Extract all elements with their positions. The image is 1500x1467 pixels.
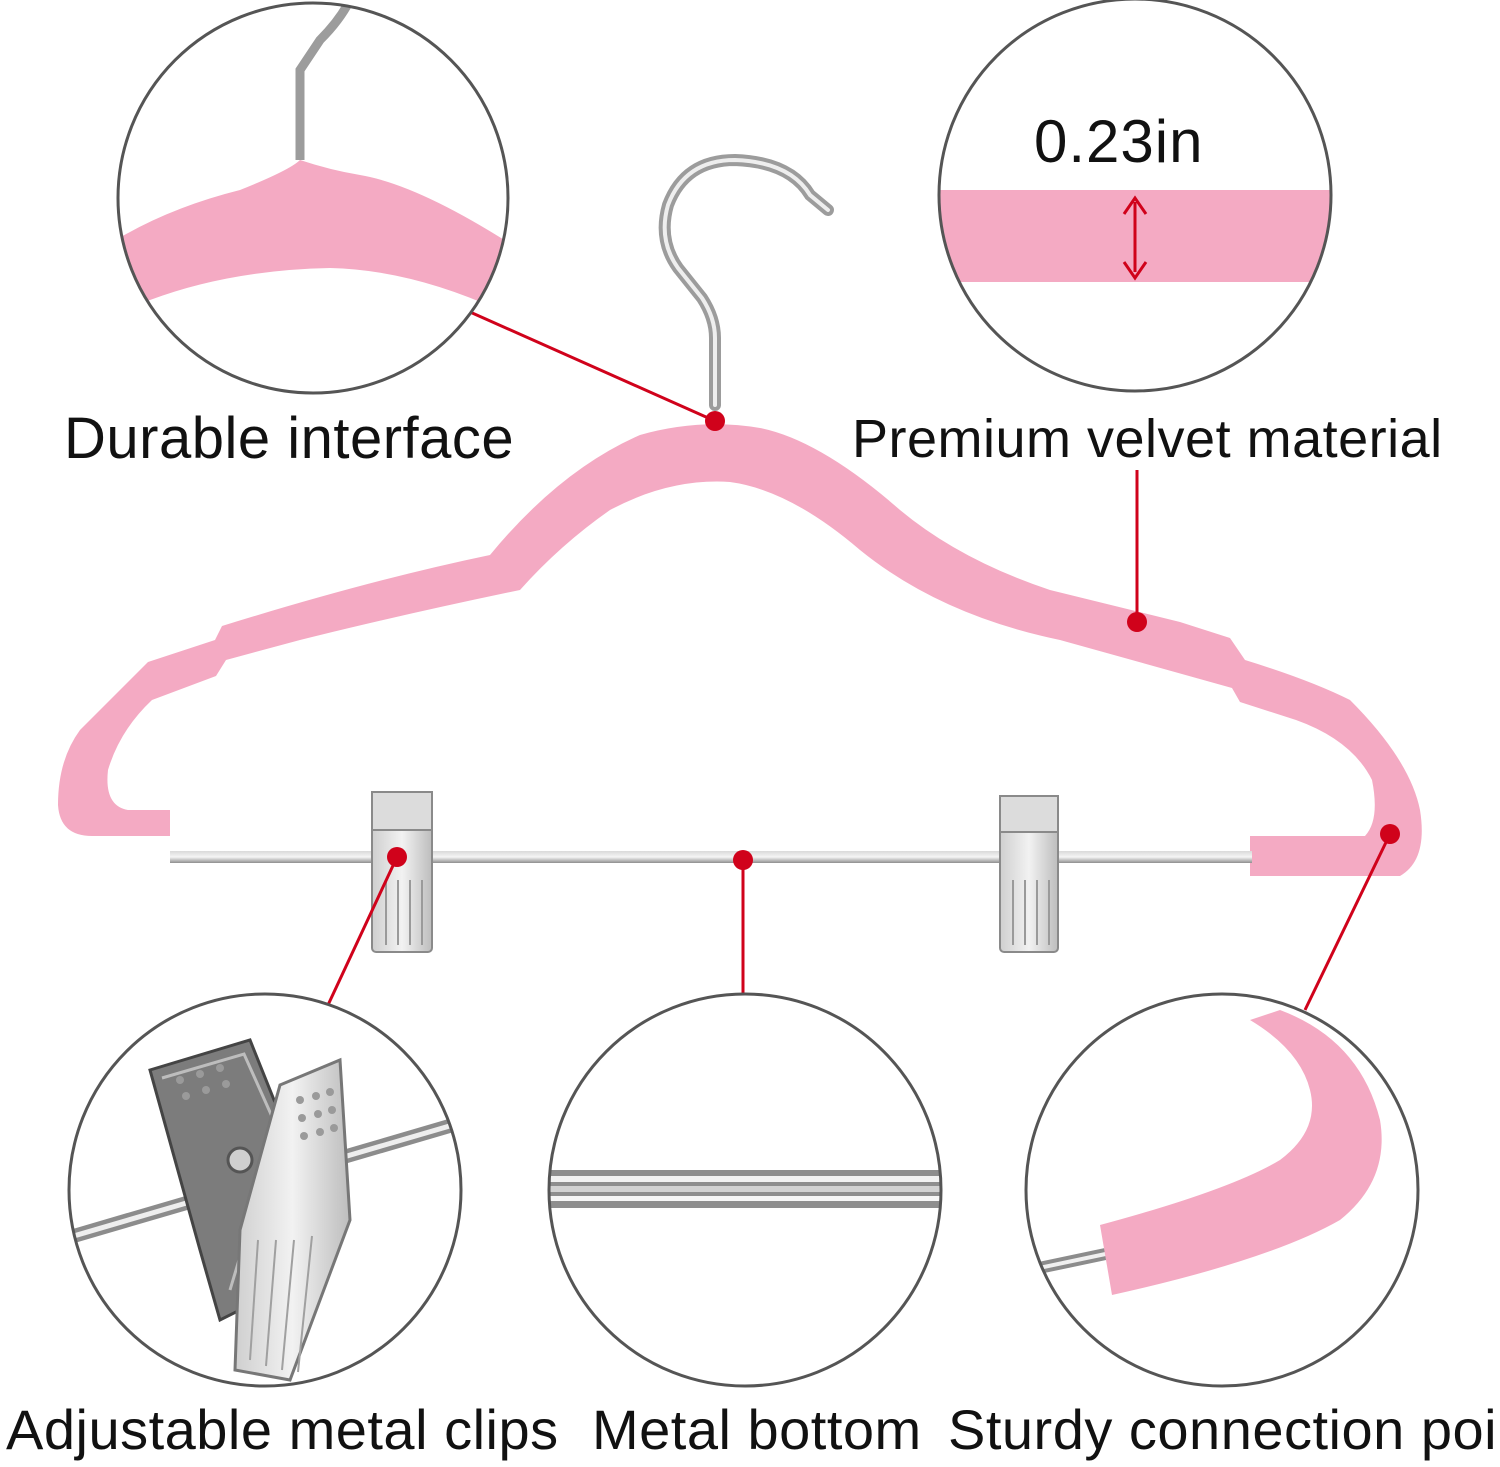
detail-metal-bottom [547,992,943,1388]
detail-thickness [937,0,1333,393]
label-thickness: 0.23in [1034,108,1204,175]
left-clip [371,791,433,953]
hanger-body [58,424,1422,876]
double-arrow-icon [1122,195,1148,281]
detail-clips [67,992,463,1388]
main-hanger [58,153,1422,953]
right-clip [999,795,1059,953]
label-sturdy-connection: Sturdy connection point [948,1398,1500,1461]
label-durable-interface: Durable interface [64,406,515,471]
callouts [326,310,1400,1011]
label-metal-bottom: Metal bottom [592,1398,922,1461]
metal-rod [170,851,1252,863]
label-adjustable-clips: Adjustable metal clips [6,1398,559,1461]
detail-sturdy-connection [1024,992,1420,1388]
detail-durable-interface [116,1,510,395]
label-premium-velvet: Premium velvet material [852,409,1443,469]
